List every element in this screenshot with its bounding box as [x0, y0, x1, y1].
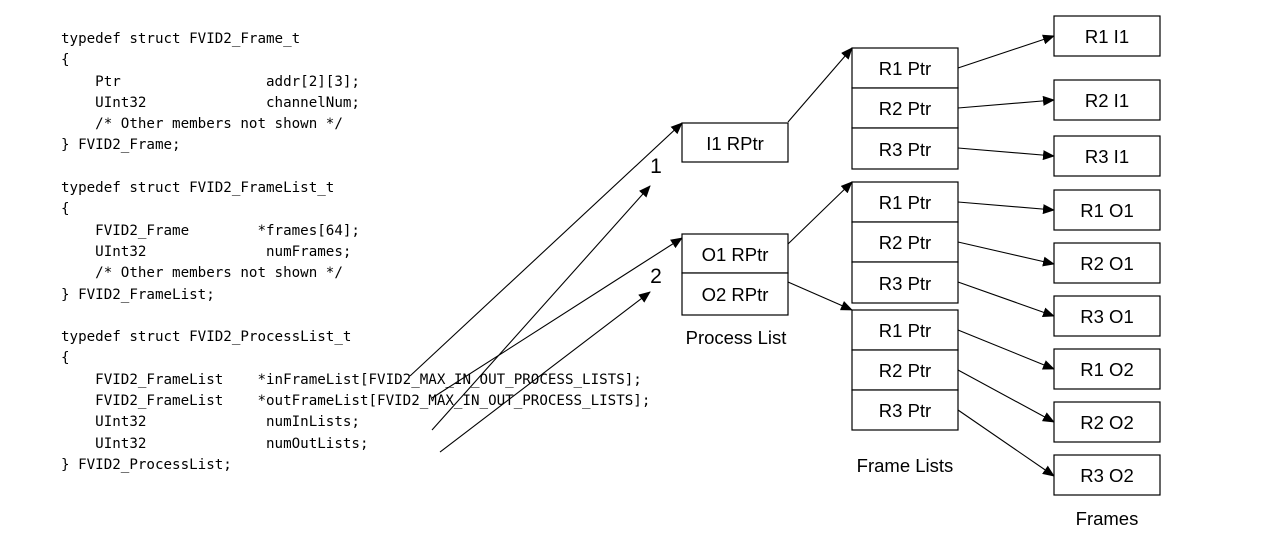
frame-list-2-entry-2: R2 Ptr [879, 232, 931, 253]
arrow-fl3-r3-to-r3-o2 [957, 409, 1055, 477]
process-list-label: Process List [686, 327, 787, 348]
arrow-numinlists-to-marker-1 [431, 185, 651, 431]
arrow-fl1-r3-to-r3-i1 [957, 147, 1055, 161]
code-line: typedef struct FVID2_FrameList_t [61, 180, 335, 197]
frame-list-1-entry-2: R2 Ptr [879, 98, 931, 119]
frame-box-9: R3 O2 [1080, 465, 1133, 486]
code-line: /* Other members not shown */ [61, 265, 343, 282]
code-line: /* Other members not shown */ [61, 116, 343, 133]
arrow-fl1-r1-to-r1-i1 [957, 34, 1055, 69]
code-line: { [61, 350, 70, 367]
frame-lists: R1 Ptr R2 Ptr R3 Ptr R1 Ptr R2 Ptr R3 Pt… [851, 47, 959, 476]
frame-list-1-entry-1: R1 Ptr [879, 58, 931, 79]
code-line: UInt32 numInLists; [61, 414, 360, 431]
count-marker-2: 2 [650, 265, 662, 288]
frame-box-5: R2 O1 [1080, 253, 1133, 274]
arrow-fl3-r2-to-r2-o2 [957, 369, 1055, 423]
code-line: Ptr addr[2][3]; [61, 73, 360, 90]
frame-box-7: R1 O2 [1080, 359, 1133, 380]
code-line: } FVID2_Frame; [61, 137, 181, 154]
frame-list-3-entry-1: R1 Ptr [879, 320, 931, 341]
frame-list-1-entry-3: R3 Ptr [879, 139, 931, 160]
process-box-out-2-label: O2 RPtr [702, 284, 769, 305]
code-line: UInt32 channelNum; [61, 94, 360, 111]
process-box-in: I1 RPtr [681, 122, 789, 163]
arrow-outframelist-to-o1 [431, 237, 683, 399]
code-line: UInt32 numOutLists; [61, 435, 369, 452]
frame-list-3: R1 Ptr R2 Ptr R3 Ptr [851, 309, 959, 431]
frame-list-2: R1 Ptr R2 Ptr R3 Ptr [851, 181, 959, 304]
arrow-fl2-r2-to-r2-o1 [957, 241, 1055, 267]
frame-box-8: R2 O2 [1080, 412, 1133, 433]
frame-list-3-entry-3: R3 Ptr [879, 400, 931, 421]
frame-box-2: R2 I1 [1085, 90, 1129, 111]
count-marker-1: 1 [650, 155, 662, 178]
frame-list-2-entry-1: R1 Ptr [879, 192, 931, 213]
frame-box-6: R3 O1 [1080, 306, 1133, 327]
code-line: } FVID2_ProcessList; [61, 456, 232, 473]
frame-lists-label: Frame Lists [857, 455, 954, 476]
frame-list-1: R1 Ptr R2 Ptr R3 Ptr [851, 47, 959, 170]
process-box-in-label: I1 RPtr [706, 133, 764, 154]
process-box-out-1: O1 RPtr [681, 233, 789, 274]
frame-box-1: R1 I1 [1085, 26, 1129, 47]
code-line: typedef struct FVID2_Frame_t [61, 31, 301, 47]
frames-label: Frames [1076, 508, 1139, 529]
frame-list-3-entry-2: R2 Ptr [879, 360, 931, 381]
frame-box-4: R1 O1 [1080, 200, 1133, 221]
frame-list-2-entry-3: R3 Ptr [879, 273, 931, 294]
code-line: { [61, 201, 70, 218]
arrow-fl2-r1-to-r1-o1 [957, 201, 1055, 215]
arrow-numoutlists-to-marker-2 [439, 291, 651, 453]
code-block: typedef struct FVID2_Frame_t { Ptr addr[2… [61, 29, 650, 476]
arrow-fl3-r1-to-r1-o2 [957, 329, 1055, 370]
arrow-o1-to-frame-list-2 [787, 181, 853, 245]
arrow-o2-to-frame-list-3 [787, 281, 853, 311]
arrows-layer [409, 34, 1055, 477]
arrow-infreamelist-to-i1 [409, 122, 683, 377]
code-line: UInt32 numFrames; [61, 243, 352, 260]
code-line: typedef struct FVID2_ProcessList_t [61, 329, 352, 346]
code-line: FVID2_FrameList *inFrameList[FVID2_MAX_I… [61, 371, 642, 388]
code-line: FVID2_Frame *frames[64]; [61, 222, 360, 239]
code-line: { [61, 52, 70, 69]
code-line: FVID2_FrameList *outFrameList[FVID2_MAX_… [61, 393, 651, 410]
arrow-fl1-r2-to-r2-i1 [957, 95, 1055, 109]
frames: R1 I1 R2 I1 R3 I1 R1 O1 R2 O1 R3 O1 R1 O… [1053, 15, 1161, 529]
process-list: I1 RPtr O1 RPtr O2 RPtr Process List [681, 122, 789, 348]
code-line: } FVID2_FrameList; [61, 286, 215, 303]
process-box-out-2: O2 RPtr [681, 272, 789, 316]
arrow-fl2-r3-to-r3-o1 [957, 281, 1055, 318]
process-box-out-1-label: O1 RPtr [702, 244, 769, 265]
arrow-i1-to-frame-list-1 [787, 47, 853, 123]
frame-box-3: R3 I1 [1085, 146, 1129, 167]
